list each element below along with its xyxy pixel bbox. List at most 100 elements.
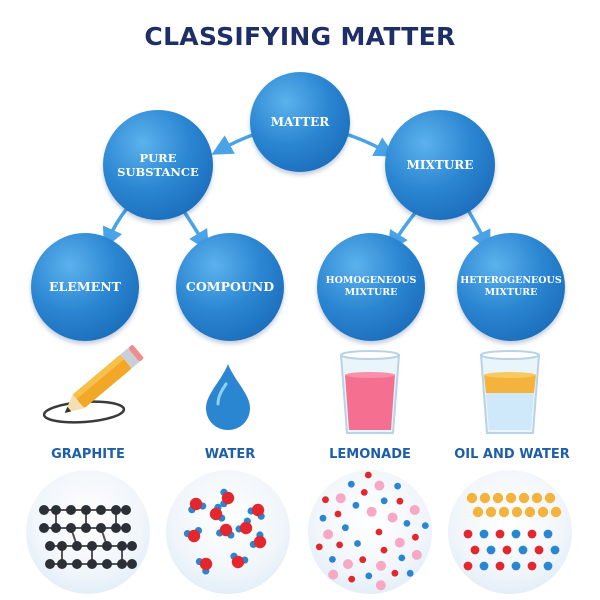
node-homogeneous-line1: HOMOGENEOUS — [325, 275, 417, 287]
oil-water-glass-icon — [479, 350, 541, 434]
water-particle — [470, 545, 480, 555]
lemonade-particle — [391, 569, 399, 577]
water-particle — [543, 529, 553, 539]
lemonade-particle — [328, 569, 339, 580]
oil-particle — [511, 506, 523, 518]
water-particle — [550, 545, 560, 555]
node-element-label: ELEMENT — [49, 279, 121, 295]
lemonade-particle — [364, 471, 372, 479]
micro-view-water — [166, 470, 290, 594]
lemonade-particle — [421, 522, 429, 529]
lemonade-particle — [323, 529, 334, 540]
oil-particle — [505, 492, 517, 504]
water-particle — [534, 545, 544, 555]
micro-view-graphite — [26, 470, 150, 594]
lemonade-particle — [360, 489, 368, 496]
lemonade-particle — [366, 506, 377, 517]
oxygen-atom — [239, 521, 253, 535]
lemonade-particle — [329, 556, 336, 563]
oil-particle — [550, 506, 562, 518]
node-heterogeneous-mixture: HETEROGENEOUS MIXTURE — [457, 233, 565, 341]
lemonade-particle — [403, 520, 411, 527]
lemonade-particle — [319, 514, 327, 522]
lemonade-particle — [380, 546, 388, 554]
lemonade-particles — [315, 471, 429, 591]
node-matter-label: MATTER — [270, 114, 330, 129]
oxygen-atom — [219, 523, 233, 537]
page-title: CLASSIFYING MATTER — [144, 22, 456, 51]
node-heterogeneous-line2: MIXTURE — [484, 287, 538, 298]
lemonade-particle — [365, 572, 373, 580]
lemonade-particle — [398, 554, 406, 562]
oxygen-atom — [209, 507, 223, 521]
graphite-lattice — [39, 505, 137, 569]
oxygen-atom — [253, 535, 267, 549]
lemonade-particle — [380, 497, 388, 505]
lemonade-particle — [387, 512, 398, 523]
example-label-graphite: GRAPHITE — [51, 447, 125, 462]
example-label-water: WATER — [204, 447, 256, 462]
water-particle — [495, 529, 505, 539]
water-particle — [518, 545, 528, 555]
lemonade-particle — [412, 533, 419, 541]
water-molecules — [183, 488, 267, 575]
water-particle — [479, 561, 489, 571]
example-label-oil-and-water: OIL AND WATER — [454, 447, 570, 462]
lemonade-particle — [322, 496, 329, 504]
node-mixture: MIXTURE — [385, 110, 495, 220]
water-particle — [486, 545, 496, 555]
node-pure-substance-line2: SUBSTANCE — [117, 165, 199, 179]
lemonade-particle — [406, 569, 414, 577]
oil-particle — [531, 492, 543, 504]
oxygen-atom — [231, 555, 245, 569]
water-particle — [543, 561, 553, 571]
lemonade-particle — [374, 480, 385, 491]
oil-particle — [498, 506, 510, 518]
oxygen-atom — [199, 557, 213, 571]
lemonade-particle — [411, 549, 422, 560]
water-particle — [527, 561, 537, 571]
node-compound: COMPOUND — [176, 233, 284, 341]
node-pure-substance-line1: PURE — [139, 150, 177, 165]
oil-water-particles — [463, 492, 562, 571]
lemonade-particle — [347, 480, 355, 488]
oil-particle — [466, 492, 478, 504]
lemonade-particle — [343, 559, 353, 570]
lemonade-particle — [336, 541, 343, 549]
lemonade-particle — [409, 505, 420, 515]
lemonade-particle — [354, 540, 361, 547]
oil-particle — [518, 492, 530, 504]
lemonade-particle — [352, 501, 360, 509]
water-particle — [463, 529, 473, 539]
node-compound-label: COMPOUND — [185, 279, 275, 295]
lemonade-particle — [359, 556, 367, 564]
water-particle — [495, 561, 505, 571]
lemonade-particle — [375, 528, 383, 536]
pencil-icon — [42, 345, 144, 424]
oil-particle — [492, 492, 504, 504]
oil-particle — [524, 506, 536, 518]
lemonade-particle — [348, 575, 356, 583]
oil-particle — [479, 492, 491, 504]
oil-particle — [537, 506, 549, 518]
lemonade-particle — [396, 497, 404, 505]
lemonade-particle — [375, 580, 386, 591]
node-matter: MATTER — [250, 72, 350, 172]
lemonade-particle — [394, 537, 405, 548]
node-element: ELEMENT — [31, 233, 139, 341]
lemonade-particle — [376, 560, 386, 571]
water-particle — [511, 561, 521, 571]
node-homogeneous-mixture: HOMOGENEOUS MIXTURE — [317, 233, 425, 341]
water-particle — [502, 545, 512, 555]
water-particle — [527, 529, 537, 539]
oxygen-atom — [221, 491, 235, 505]
oxygen-atom — [251, 503, 265, 517]
node-mixture-label: MIXTURE — [406, 157, 474, 172]
oil-particle — [485, 506, 497, 518]
node-pure-substance: PURE SUBSTANCE — [103, 110, 213, 220]
lemonade-glass-icon — [339, 350, 401, 434]
lemonade-particle — [394, 482, 401, 490]
oil-particle — [472, 506, 484, 518]
oil-particle — [544, 492, 556, 504]
